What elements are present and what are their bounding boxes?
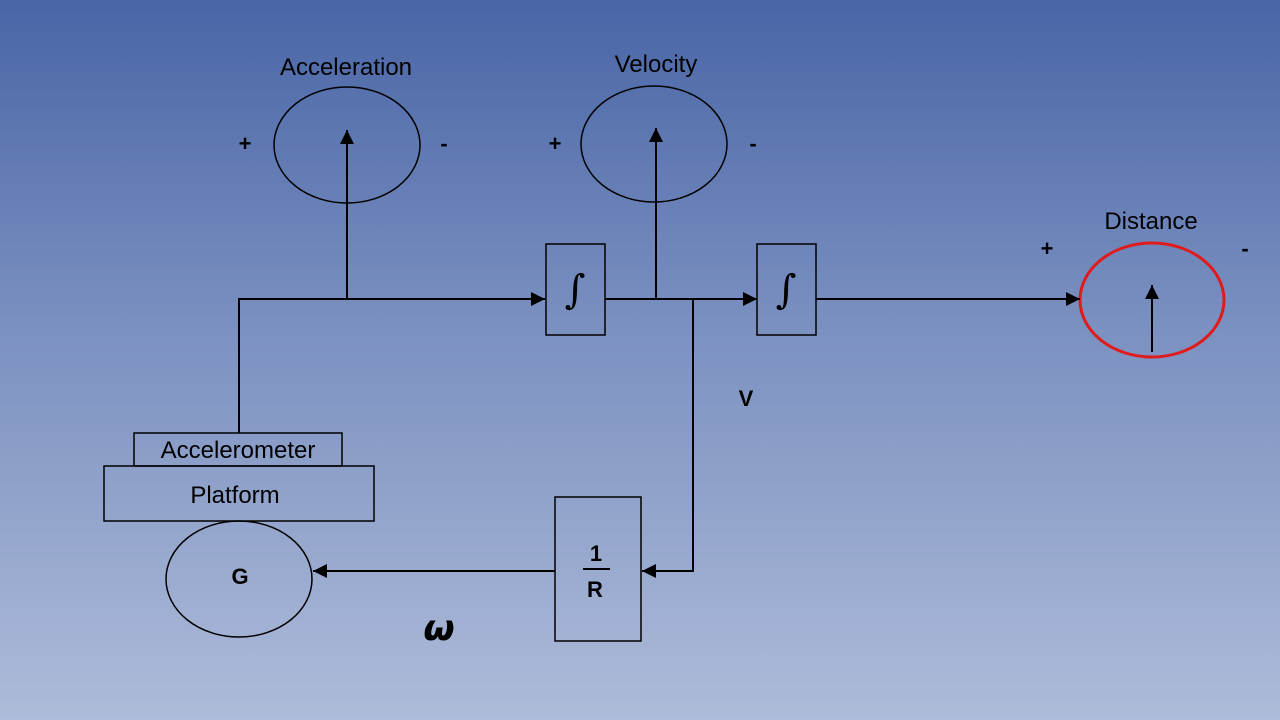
velocity-plus-sign: + <box>549 131 562 156</box>
inverse-radius-denominator: R <box>587 577 603 602</box>
integrator-2-box <box>756 243 817 336</box>
platform-block: Platform <box>103 465 375 522</box>
gyro-circle <box>165 520 313 638</box>
angular-rate-signal-label: ω <box>423 608 454 649</box>
acceleration-minus-sign: - <box>440 131 447 156</box>
inverse-radius-numerator: 1 <box>590 541 602 566</box>
platform-label: Platform <box>190 482 279 509</box>
distance-title: Distance <box>1104 208 1197 235</box>
gyro-label: G <box>231 564 248 589</box>
inverse-radius-box <box>554 496 642 642</box>
accelerometer-label: Accelerometer <box>161 437 316 464</box>
accelerometer-block: Accelerometer <box>133 432 343 467</box>
integrator-2: ∫ <box>756 243 817 336</box>
velocity-title: Velocity <box>615 51 698 78</box>
signal-wires <box>238 292 1080 578</box>
velocity-gauge-dial <box>580 85 728 203</box>
integrator-1-box <box>545 243 606 336</box>
velocity-feedback-wire <box>642 299 694 578</box>
distance-plus-sign: + <box>1041 236 1054 261</box>
integrator-2-symbol: ∫ <box>776 267 797 313</box>
acceleration-title: Acceleration <box>280 54 412 81</box>
distance-minus-sign: - <box>1241 236 1248 261</box>
gyro-block: G <box>165 520 313 638</box>
acceleration-plus-sign: + <box>239 131 252 156</box>
distance-gauge: Distance + - <box>1041 208 1249 359</box>
velocity-minus-sign: - <box>749 131 756 156</box>
velocity-gauge: Velocity + - <box>549 51 757 298</box>
acceleration-gauge: Acceleration + - <box>239 54 448 300</box>
velocity-signal-label: V <box>739 386 754 411</box>
inverse-radius-block: 1 R <box>554 496 642 642</box>
integrator-1: ∫ <box>545 243 606 336</box>
integrator-1-symbol: ∫ <box>565 267 586 313</box>
